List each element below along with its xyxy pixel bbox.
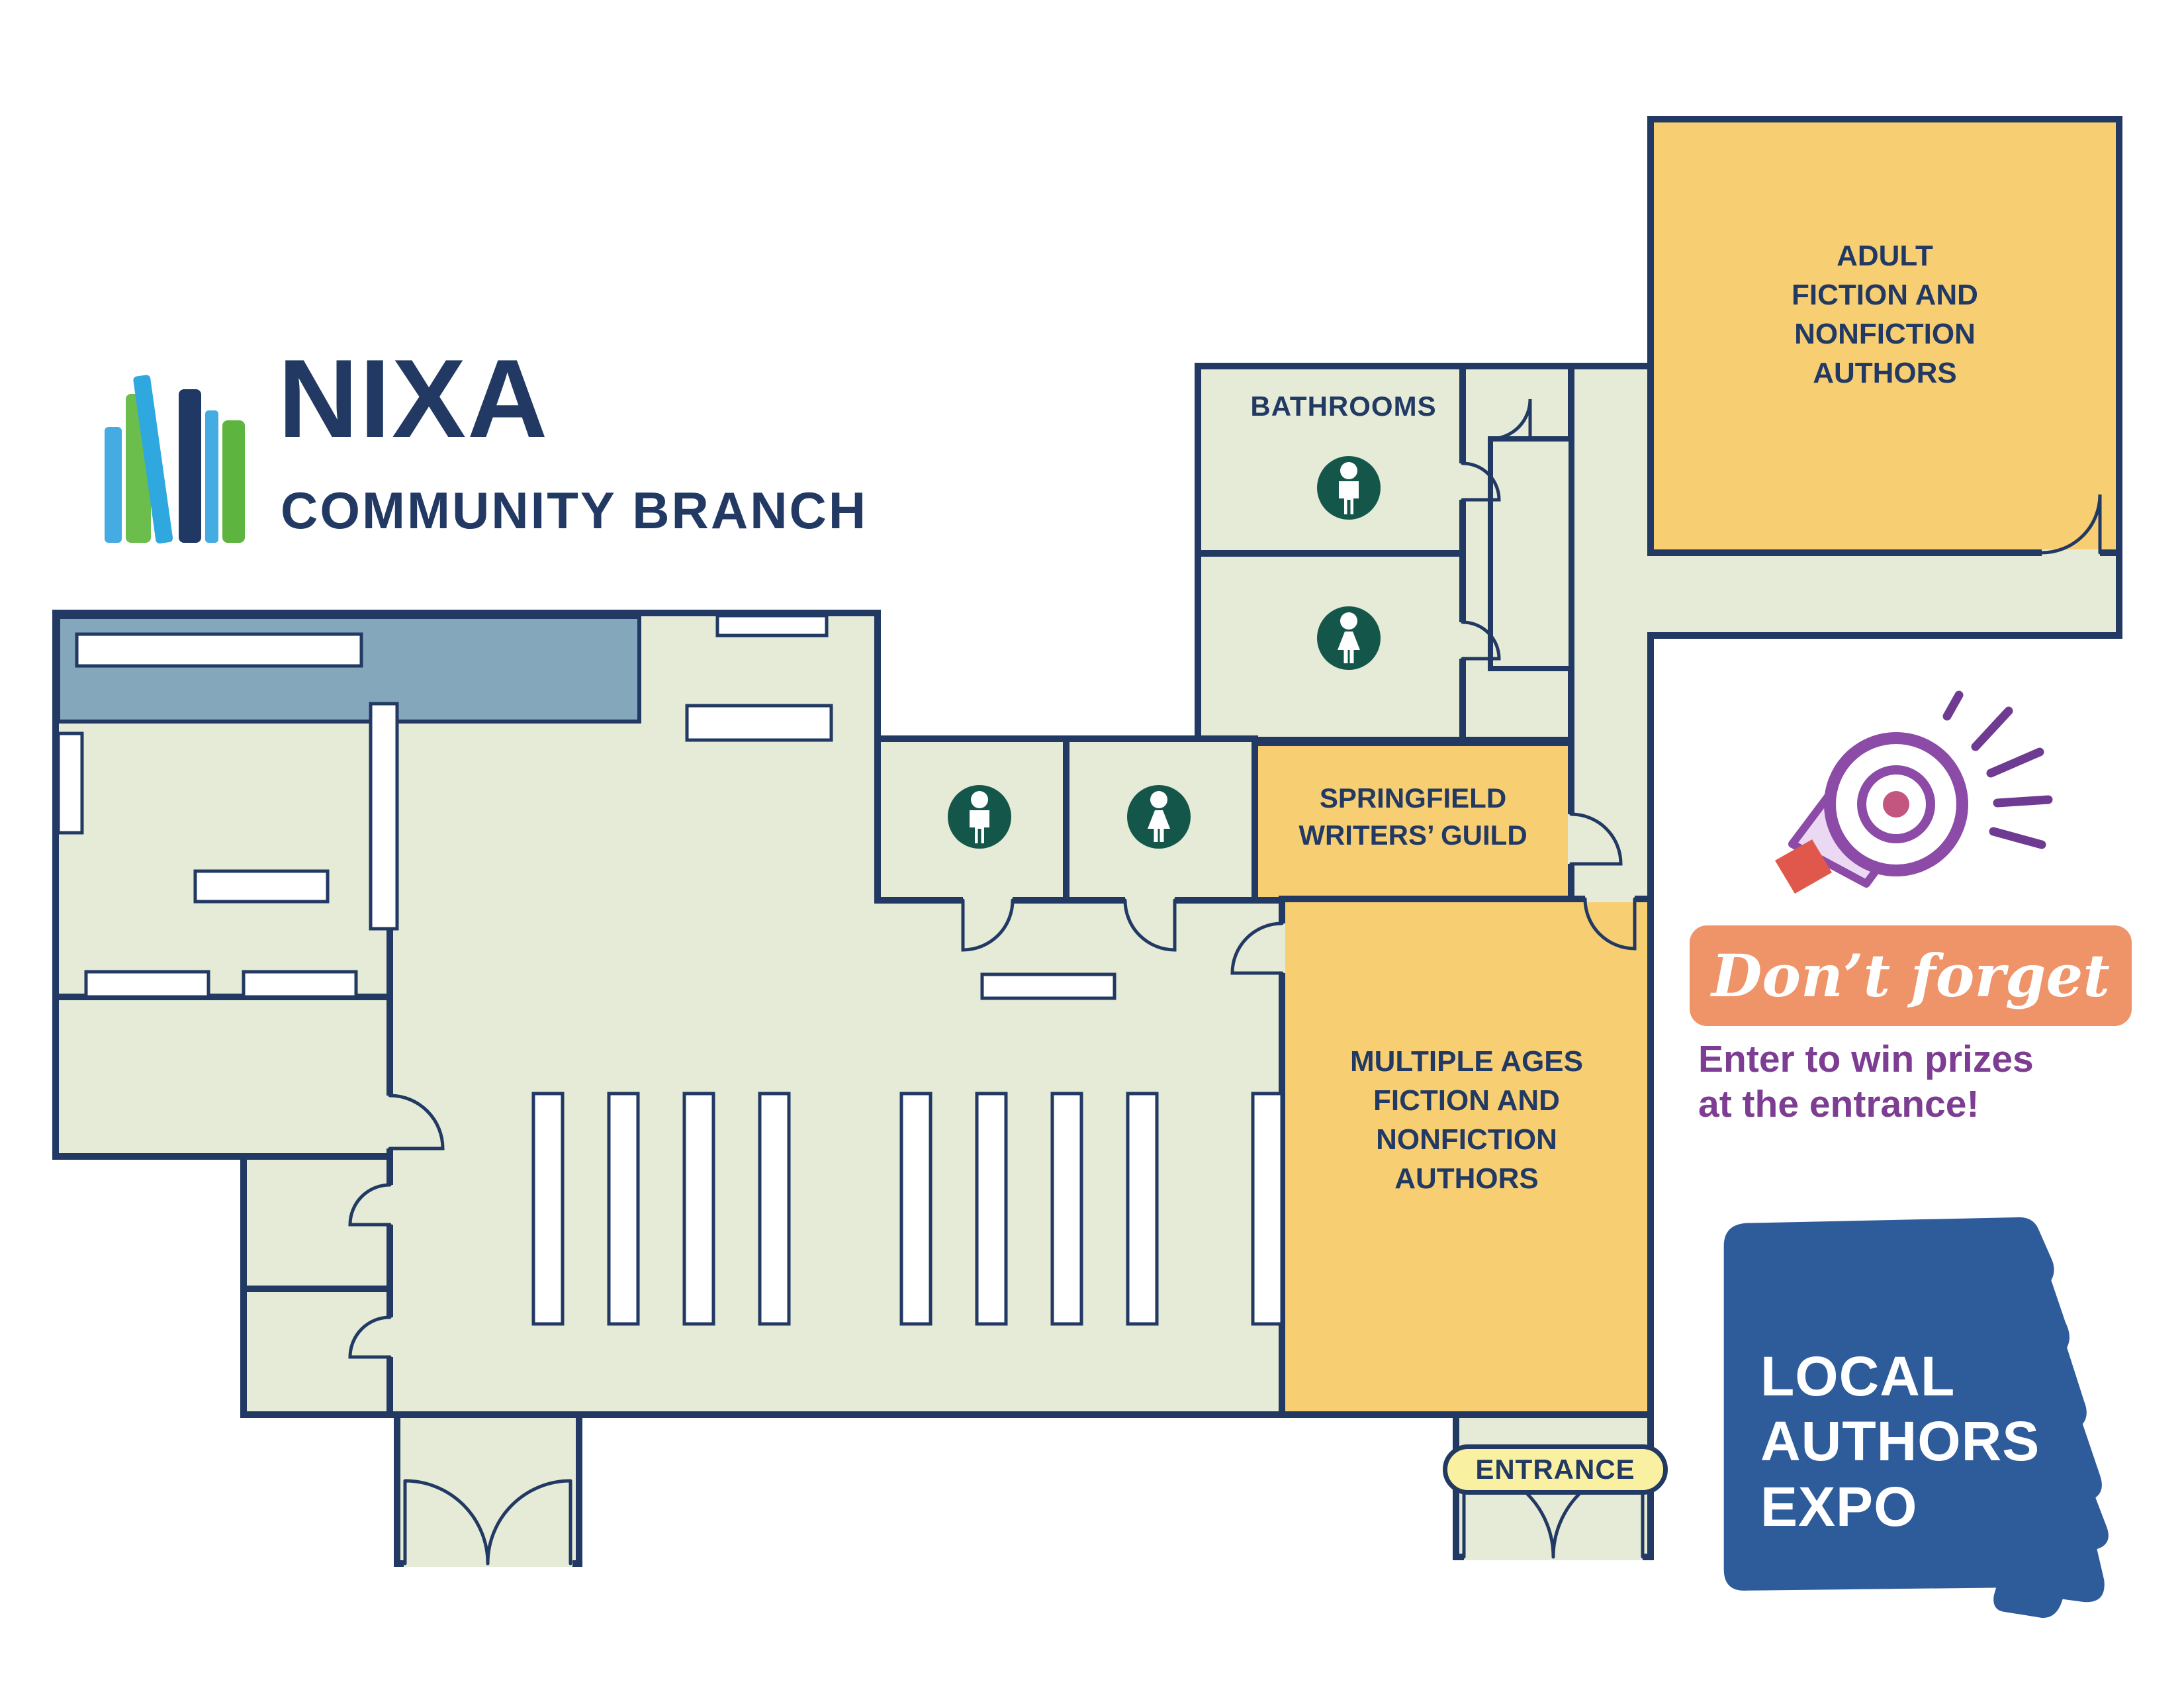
bookshelf — [531, 1092, 565, 1326]
door — [1583, 897, 1637, 951]
bookshelf — [56, 731, 84, 835]
door — [348, 1183, 392, 1227]
adult-authors-room-label: ADULT FICTION AND NONFICTION AUTHORS — [1792, 240, 1978, 389]
door — [1569, 812, 1623, 866]
expo-title: LOCAL AUTHORS EXPO — [1760, 1345, 2040, 1538]
door — [1461, 620, 1501, 661]
bathrooms-label: BATHROOMS — [1250, 391, 1437, 422]
female-restroom-icon — [1317, 606, 1381, 670]
bookshelf — [758, 1092, 791, 1326]
room-stairwell-shape — [1488, 436, 1574, 671]
bookshelf — [193, 869, 330, 904]
male-restroom-icon — [1317, 456, 1381, 520]
bookshelf — [682, 1092, 715, 1326]
bookshelf — [715, 614, 829, 637]
room-side-exit-shape — [394, 1411, 582, 1567]
door — [2040, 494, 2102, 555]
bookshelf — [369, 702, 399, 931]
entrance-badge: ENTRANCE — [1443, 1444, 1668, 1495]
entrance-label: ENTRANCE — [1475, 1453, 1635, 1485]
door — [1461, 461, 1501, 502]
room-multiple-ages-shape — [1279, 896, 1654, 1418]
writers-guild-room-label: SPRINGFIELD WRITERS’ GUILD — [1298, 782, 1527, 851]
interior-walls — [1063, 366, 1466, 900]
bookshelf — [1251, 1092, 1284, 1326]
room-left-lower-shape — [52, 994, 393, 1160]
door — [403, 1479, 490, 1566]
room-small-b-shape — [240, 1286, 393, 1418]
page-title: NIXA — [278, 336, 549, 461]
bookshelf — [975, 1092, 1008, 1326]
door — [348, 1315, 392, 1359]
library-logo-icon — [105, 375, 245, 544]
bookshelf — [1126, 1092, 1159, 1326]
room-adult-authors-shape — [1647, 116, 2122, 556]
bookshelf — [685, 704, 833, 742]
door — [486, 1479, 572, 1566]
bookshelf — [980, 972, 1116, 1000]
bookshelves — [56, 614, 1284, 1326]
door — [1488, 399, 1532, 441]
prizes-text: Enter to win prizes at the entrance! — [1698, 1038, 2034, 1126]
male-restroom-icon — [948, 785, 1011, 849]
room-writers-guild-shape — [1251, 739, 1574, 904]
megaphone-icon — [1775, 690, 2053, 894]
bookshelf — [899, 1092, 933, 1326]
bookshelf — [75, 632, 363, 668]
multiple-ages-room-label: MULTIPLE AGES FICTION AND NONFICTION AUT… — [1350, 1045, 1583, 1195]
dont-forget-badge: Don’t forget — [1690, 925, 2132, 1026]
female-restroom-icon — [1127, 785, 1191, 849]
door — [388, 1094, 445, 1150]
dont-forget-text: Don’t forget — [1711, 941, 2110, 1010]
page-subtitle: COMMUNITY BRANCH — [281, 481, 868, 539]
missouri-book-icon — [1723, 1217, 2109, 1618]
bookshelf — [242, 970, 358, 999]
room-small-a-shape — [240, 1153, 393, 1292]
door — [1230, 921, 1284, 975]
door — [961, 898, 1015, 952]
bookshelf — [607, 1092, 640, 1326]
door — [1123, 898, 1177, 952]
bookshelf — [84, 970, 210, 999]
bookshelf — [1050, 1092, 1083, 1326]
